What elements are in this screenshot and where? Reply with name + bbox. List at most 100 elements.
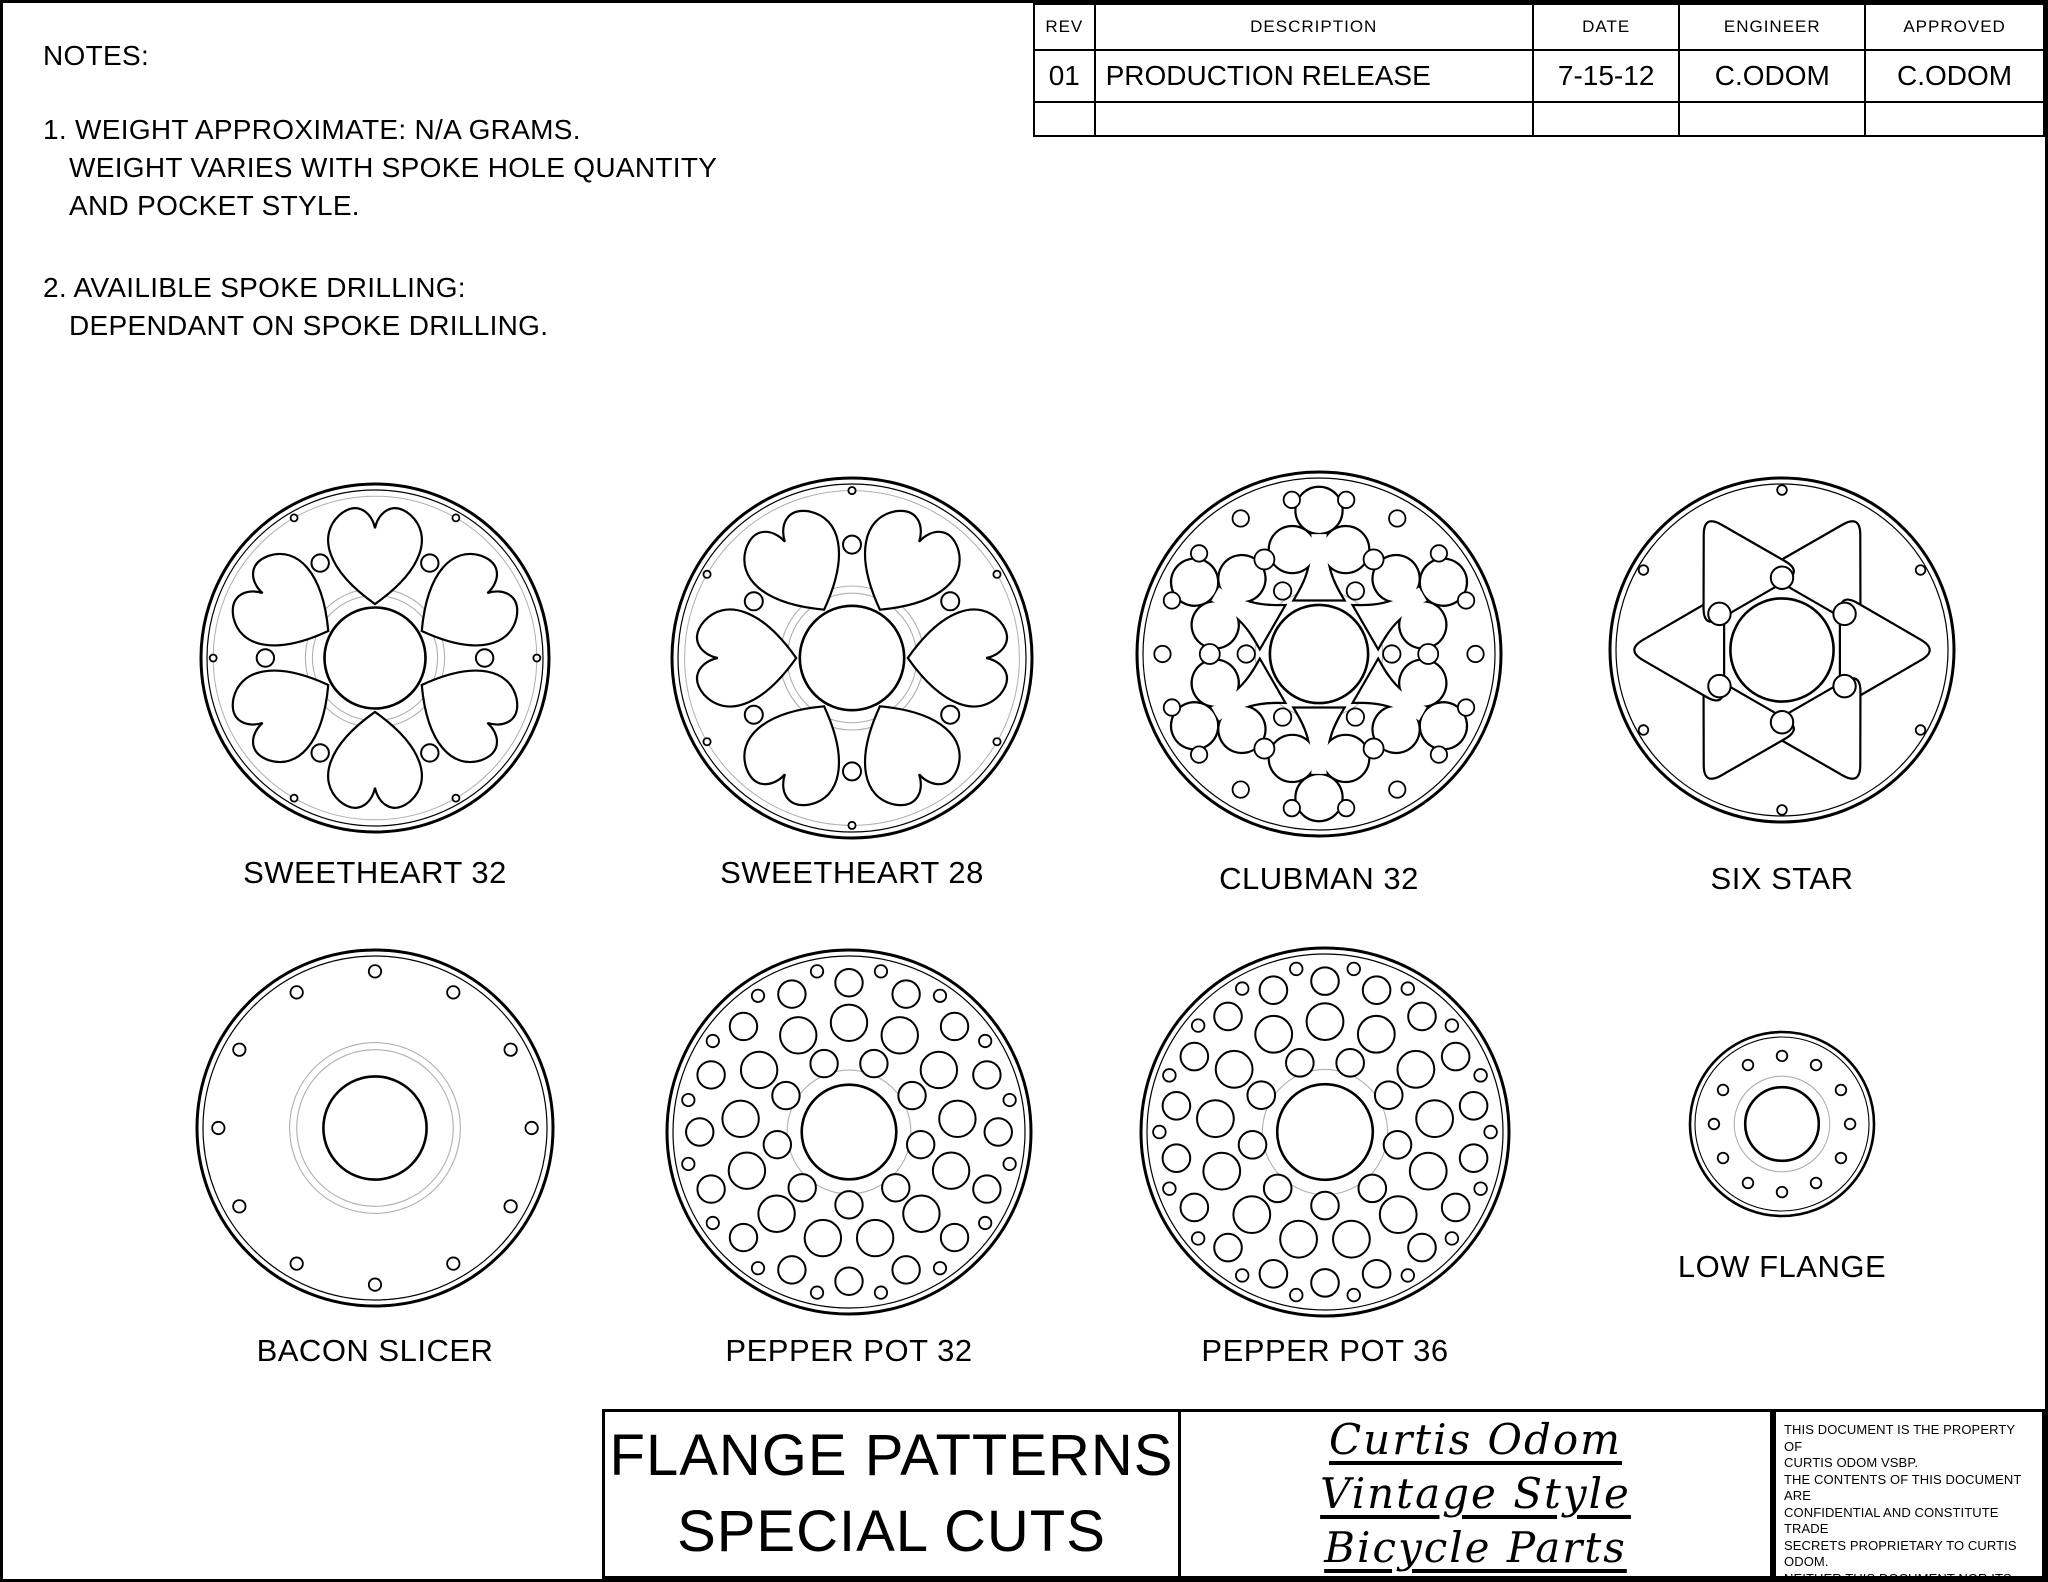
spoke-hole (728, 1011, 759, 1042)
flange-rim-inner (202, 955, 548, 1301)
spoke-hole (1282, 799, 1301, 818)
spoke-hole (1162, 698, 1182, 717)
spoke-hole (1346, 1287, 1361, 1303)
spoke-hole (777, 1255, 807, 1285)
spoke-hole (524, 1120, 539, 1136)
note-line: 1. WEIGHT APPROXIMATE: N/A GRAMS. (43, 114, 581, 145)
spoke-hole (1440, 1192, 1471, 1223)
spoke-hole (1378, 1195, 1418, 1235)
spoke-hole (1262, 1173, 1293, 1204)
spoke-hole (739, 1050, 779, 1090)
spoke-hole (932, 1261, 948, 1276)
flange-drawing-pepper-pot-36 (1139, 946, 1511, 1318)
heart-cutout (743, 705, 841, 807)
heart-cutout (231, 669, 330, 764)
spoke-hole (1373, 1080, 1404, 1111)
club-cutout (1267, 485, 1371, 602)
club-cutout (1267, 706, 1371, 823)
spoke-hole (681, 1092, 696, 1108)
spoke-hole (1253, 737, 1276, 760)
spoke-hole (1272, 581, 1293, 601)
flange-rim-inner (1694, 1036, 1870, 1212)
spoke-hole (762, 1129, 793, 1160)
col-header-approved: APPROVED (1864, 3, 2045, 51)
spoke-hole (1456, 698, 1476, 717)
legal-line: THIS DOCUMENT IS THE PROPERTY OF (1784, 1422, 2015, 1454)
spoke-hole (972, 1174, 1002, 1204)
spoke-hole (1444, 1231, 1460, 1246)
spoke-hole (873, 1285, 889, 1300)
spoke-hole (777, 979, 807, 1009)
spoke-hole (1198, 643, 1221, 665)
spoke-hole (972, 1060, 1002, 1090)
heart-cutout (327, 710, 423, 809)
spoke-hole (1161, 1091, 1192, 1121)
spoke-hole (1189, 745, 1209, 764)
spoke-hole (1335, 1048, 1365, 1078)
spoke-hole (1637, 724, 1650, 736)
spoke-hole (1002, 1092, 1017, 1108)
hub-ring (296, 1049, 454, 1207)
col-header-rev: REV (1033, 3, 1096, 51)
flange-drawing-clubman-32 (1135, 470, 1503, 838)
hub-ring (311, 594, 439, 722)
spoke-hole (1396, 1049, 1436, 1089)
legal-line: CONFIDENTIAL AND CONSTITUTE TRADE (1784, 1504, 1999, 1537)
spoke-hole (1473, 1181, 1488, 1196)
hub-bore (800, 1083, 898, 1181)
legal-line: CURTIS ODOM VSBP. (1784, 1455, 1919, 1470)
date-cell: 7-15-12 (1531, 49, 1681, 103)
note-line: AND POCKET STYLE. (69, 190, 360, 221)
spoke-hole (451, 513, 461, 523)
approved-cell: C.ODOM (1864, 49, 2045, 103)
spoke-hole (1775, 1185, 1789, 1199)
spoke-hole (1458, 1143, 1489, 1174)
spoke-hole (1190, 1018, 1206, 1033)
club-cutout (1169, 553, 1288, 652)
star-cutout (1702, 520, 1795, 623)
flange-drawing-pepper-pot-32 (665, 948, 1033, 1316)
heart-cutout (863, 705, 961, 807)
heart-cutout (743, 509, 841, 611)
description-cell: PRODUCTION RELEASE (1093, 49, 1534, 103)
heart-cutout (327, 507, 423, 606)
legal-line: NEITHER THIS DOCUMENT NOR ITS CONTENTS (1784, 1570, 2012, 1582)
club-cutout (1169, 656, 1288, 755)
spoke-hole (847, 486, 857, 496)
spoke-hole (1345, 707, 1366, 727)
flange-label-pepper-pot-36: PEPPER POT 36 (1201, 1333, 1449, 1368)
spoke-hole (1707, 673, 1732, 699)
hub-bore (1743, 1085, 1821, 1163)
spoke-hole (1337, 490, 1356, 509)
spoke-hole (939, 1222, 970, 1253)
spoke-hole (1769, 710, 1795, 735)
spoke-hole (1834, 1083, 1848, 1097)
spoke-hole (939, 1011, 970, 1042)
spoke-hole (1388, 509, 1407, 528)
spoke-hole (420, 743, 440, 763)
company-logo-block: Curtis Odom Vintage Style Bicycle Parts (1181, 1409, 1773, 1579)
spoke-hole (1407, 1232, 1437, 1263)
spoke-hole (891, 979, 921, 1009)
hub-ring (786, 592, 918, 724)
flange-label-sweetheart-28: SWEETHEART 28 (720, 855, 984, 890)
flange-rim-outer (195, 948, 555, 1308)
flange-label-low-flange: LOW FLANGE (1677, 1249, 1887, 1284)
spoke-hole (211, 1120, 226, 1136)
revision-row-empty (1033, 101, 2045, 137)
spoke-hole (255, 648, 276, 668)
spoke-hole (532, 653, 542, 663)
drawing-title-line: SPECIAL CUTS (677, 1499, 1106, 1564)
notes-block: NOTES: 1. WEIGHT APPROXIMATE: N/A GRAMS.… (43, 37, 717, 389)
spoke-hole (1707, 601, 1732, 627)
hub-ring (289, 1042, 461, 1214)
hub-bore (1729, 597, 1835, 703)
spoke-hole (289, 793, 299, 803)
hub-bore (322, 1075, 428, 1181)
spoke-hole (919, 1050, 959, 1090)
spoke-hole (1237, 1129, 1268, 1160)
spoke-hole (1153, 644, 1172, 664)
spoke-hole (1914, 564, 1927, 576)
flange-rim-inner (677, 483, 1027, 833)
spoke-hole (1332, 1219, 1371, 1259)
